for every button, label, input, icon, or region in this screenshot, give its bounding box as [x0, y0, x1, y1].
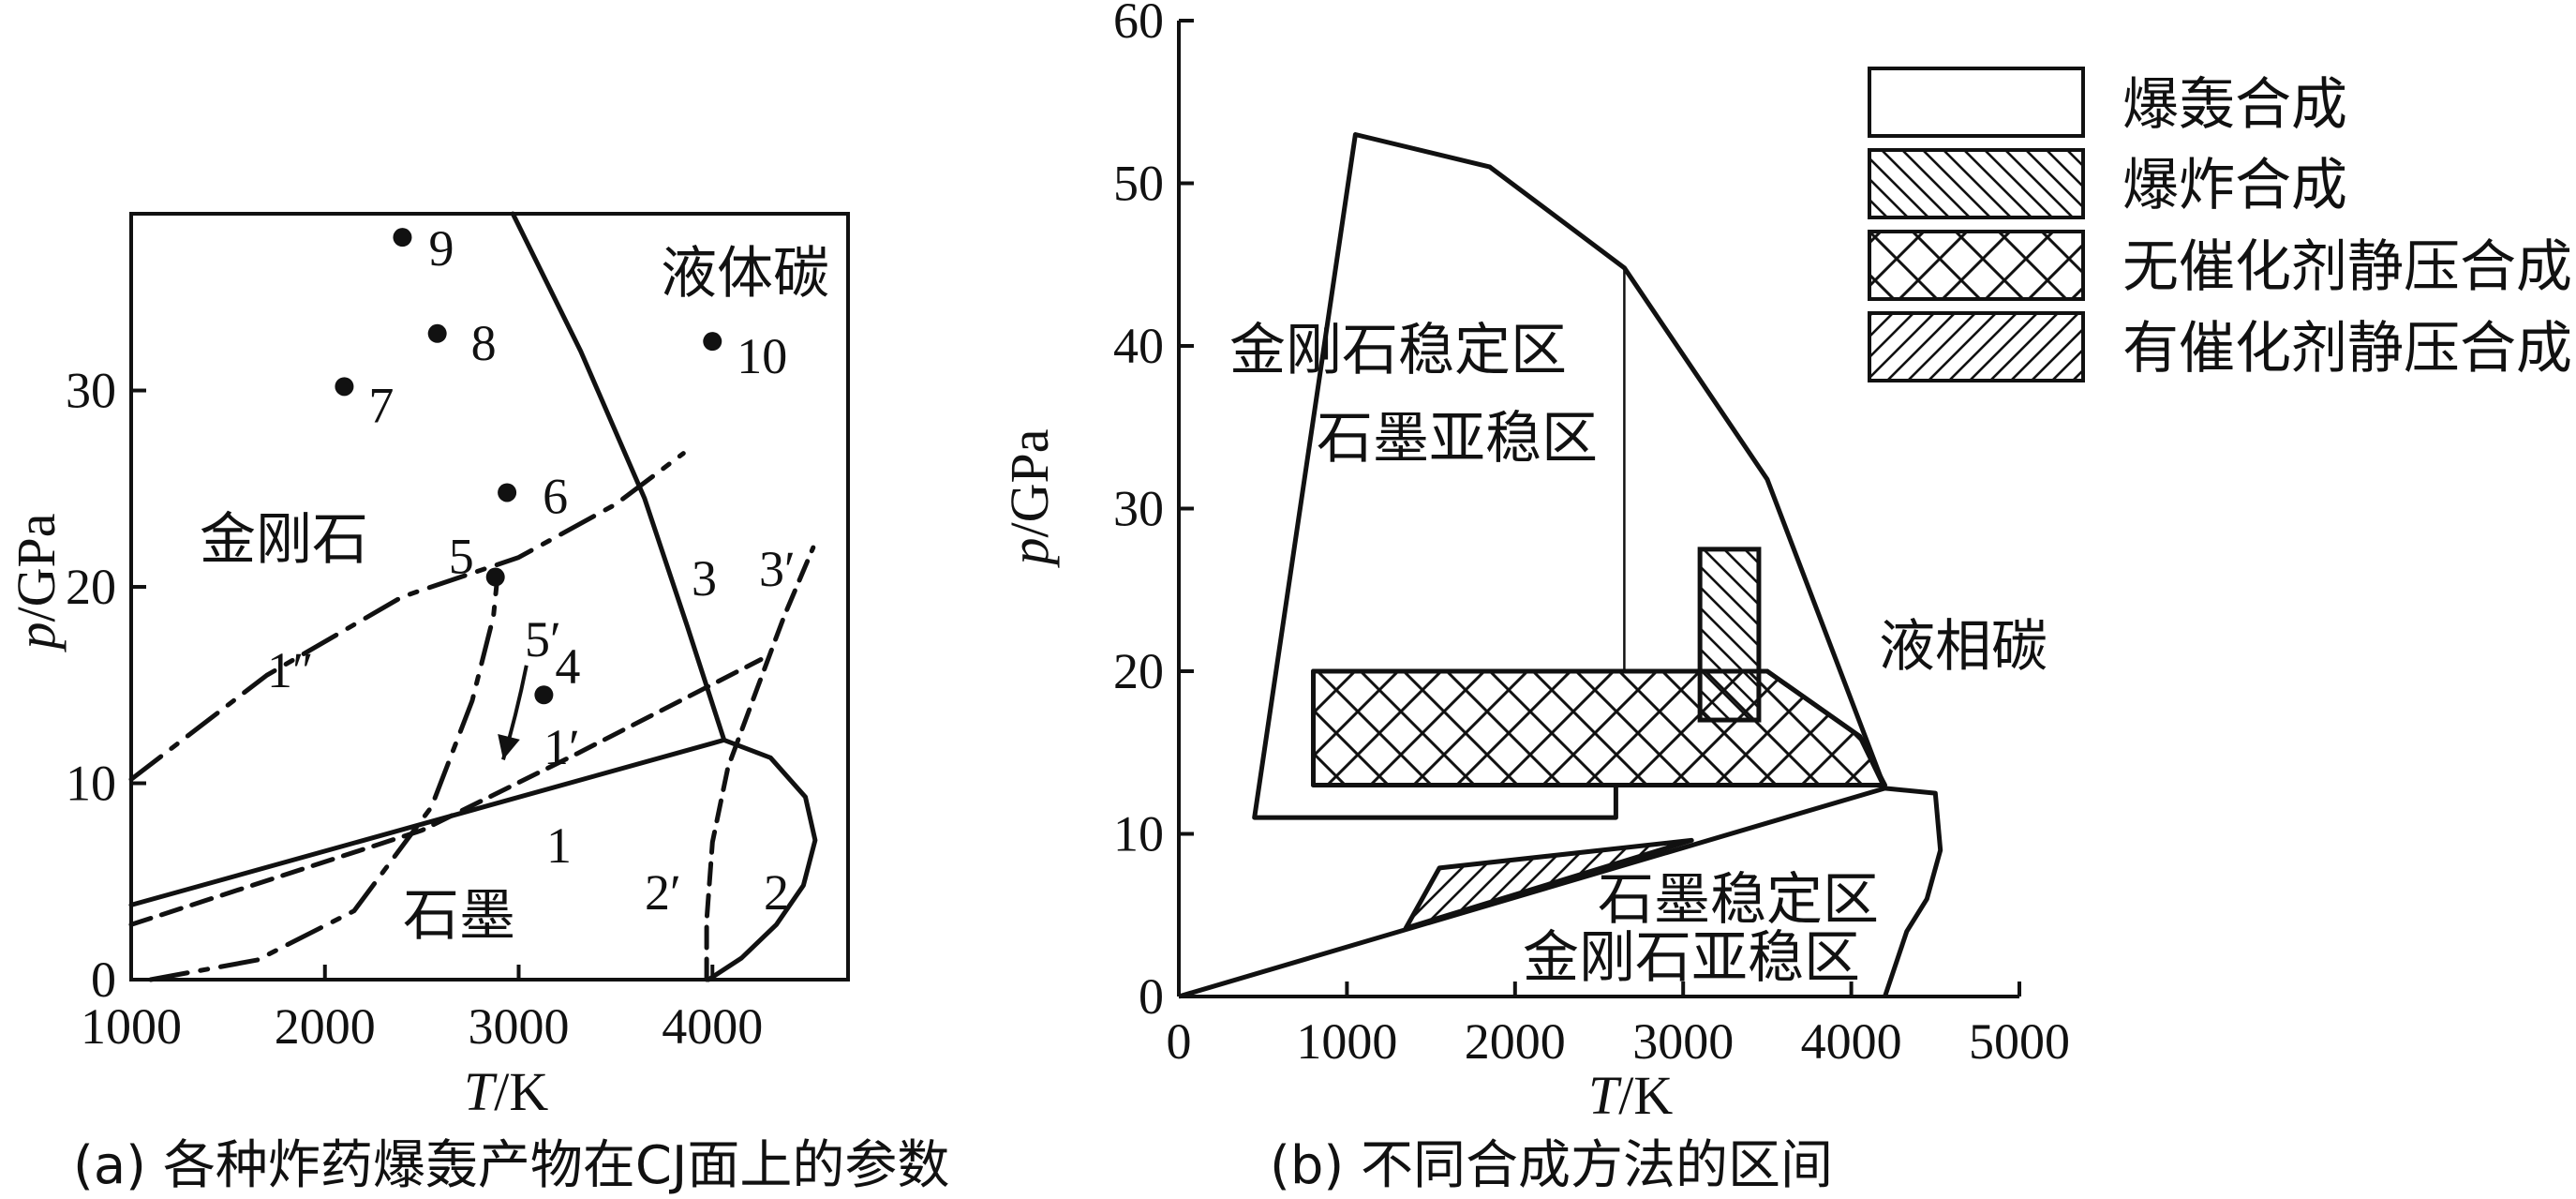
- curve-label-3p: 3′: [759, 541, 796, 597]
- legend-swatch-explosive: [1868, 148, 2085, 219]
- point-label-10: 10: [737, 328, 787, 384]
- legend-label-explosive: 爆炸合成: [2122, 153, 2347, 218]
- chart-a-points: 98 7 6 5 4 10: [335, 220, 787, 705]
- curve-1p: [128, 657, 764, 927]
- point-label-5: 5: [449, 529, 474, 585]
- region-graphite-stable: 石墨稳定区: [1598, 867, 1879, 933]
- region-explosive-synthesis: [1697, 547, 1762, 723]
- point-label-6: 6: [543, 468, 568, 524]
- curve-label-1pp: 1″: [267, 642, 314, 698]
- point-label-7: 7: [368, 377, 394, 433]
- y-tick-label-1: 10: [66, 756, 116, 812]
- chart-b-regions: [1178, 132, 1943, 999]
- x-tick-label-0: 1000: [81, 998, 182, 1055]
- graphite-diamond-boundary: [1178, 786, 1943, 999]
- chart-b-ylabel-var: p: [999, 538, 1060, 569]
- b-x-tick-label-0: 0: [1167, 1013, 1192, 1070]
- chart-a-curves: [128, 211, 818, 982]
- b-x-tick-label-1: 1000: [1296, 1013, 1397, 1070]
- legend-label-static-no-catalyst: 无催化剂静压合成: [2122, 234, 2572, 300]
- curve-label-5p: 5′: [525, 611, 561, 667]
- b-y-tick-label-5: 50: [1113, 156, 1164, 212]
- b-y-tick-label-2: 20: [1113, 643, 1164, 699]
- chart-a-ylabel-unit: /GPa: [6, 514, 67, 622]
- point-10: [703, 332, 722, 352]
- point-8: [427, 323, 447, 343]
- chart-a-xlabel-var: T: [464, 1061, 498, 1122]
- chart-a-frame: [129, 212, 850, 982]
- b-y-tick-label-3: 30: [1113, 481, 1164, 537]
- b-x-tick-label-2: 2000: [1465, 1013, 1566, 1070]
- curve-5p: [148, 575, 500, 982]
- legend-label-detonation: 爆轰合成: [2122, 72, 2347, 138]
- chart-b: 0 1000 2000 3000 4000 5000 0 10 20 30 40 50 60 金刚石稳定…: [999, 0, 2572, 1196]
- chart-b-ylabel: p/GPa: [999, 429, 1060, 569]
- legend-swatch-static-catalyst: [1868, 311, 2085, 382]
- legend-label-static-catalyst: 有催化剂静压合成: [2122, 316, 2572, 382]
- b-x-tick-label-5: 5000: [1969, 1013, 2070, 1070]
- region-static-catalyst: [1403, 837, 1694, 931]
- y-tick-label-2: 20: [66, 559, 116, 615]
- chart-b-caption: (b) 不同合成方法的区间: [1270, 1135, 1833, 1196]
- chart-a-ylabel: p/GPa: [6, 514, 67, 653]
- chart-b-xlabel-unit: /K: [1618, 1065, 1673, 1126]
- b-x-tick-label-4: 4000: [1801, 1013, 1902, 1070]
- curve-1pp: [128, 451, 686, 782]
- point-label-4: 4: [555, 638, 580, 695]
- y-tick-label-0: 0: [91, 952, 116, 1008]
- b-y-tick-label-0: 0: [1139, 968, 1164, 1025]
- legend-swatch-static-no-catalyst: [1868, 230, 2085, 301]
- region-graphite-metastable: 石墨亚稳区: [1317, 406, 1598, 472]
- point-6: [498, 483, 517, 502]
- curve-label-2p: 2′: [645, 864, 681, 921]
- curve-1: [128, 737, 727, 907]
- curve-label-1p: 1′: [543, 719, 580, 775]
- curve-label-1: 1: [546, 817, 572, 874]
- region-diamond-stable: 金刚石稳定区: [1229, 318, 1567, 383]
- y-tick-label-3: 30: [66, 363, 116, 419]
- point-4: [534, 685, 554, 705]
- chart-b-axes: 0 1000 2000 3000 4000 5000 0 10 20 30 40 50 60: [1113, 0, 2070, 1070]
- point-9: [393, 228, 412, 247]
- chart-b-xlabel-var: T: [1588, 1065, 1622, 1126]
- region-liquid: 液相碳: [1879, 614, 2047, 680]
- x-tick-label-2: 3000: [469, 998, 570, 1055]
- chart-a-ylabel-var: p: [6, 622, 67, 653]
- curve-label-2: 2: [764, 864, 789, 921]
- chart-b-ylabel-unit: /GPa: [999, 429, 1060, 538]
- legend-swatch-detonation: [1868, 67, 2085, 138]
- x-tick-label-3: 4000: [662, 998, 763, 1055]
- chart-a-xlabel-unit: /K: [494, 1061, 548, 1122]
- b-y-tick-label-1: 10: [1113, 806, 1164, 862]
- point-7: [335, 377, 354, 397]
- region-graphite: 石墨: [403, 883, 515, 949]
- chart-a-ticks: 1000 2000 3000 4000 0 10 20 30: [66, 363, 763, 1055]
- chart-a-caption: (a) 各种炸药爆轰产物在CJ面上的参数: [73, 1135, 949, 1196]
- b-x-tick-label-3: 3000: [1632, 1013, 1734, 1070]
- region-liquid: 液体碳: [661, 241, 829, 307]
- chart-a-xlabel: T/K: [464, 1061, 548, 1122]
- point-label-8: 8: [471, 315, 497, 371]
- b-y-tick-label-4: 40: [1113, 318, 1164, 374]
- curve-label-3: 3: [692, 550, 717, 607]
- point-label-9: 9: [428, 220, 454, 277]
- chart-b-xlabel: T/K: [1588, 1065, 1673, 1126]
- region-diamond-metastable: 金刚石亚稳区: [1523, 925, 1860, 991]
- curve-3: [510, 211, 727, 742]
- b-y-tick-label-6: 60: [1113, 0, 1164, 49]
- x-tick-label-1: 2000: [275, 998, 376, 1055]
- curve-2: [706, 737, 818, 982]
- chart-b-legend: 爆轰合成 爆炸合成 无催化剂静压合成 有催化剂静压合成: [1868, 67, 2572, 382]
- arrow-5p-head: [498, 733, 520, 760]
- curve-2p: [704, 545, 816, 982]
- region-diamond: 金刚石: [200, 507, 368, 573]
- point-5: [485, 567, 505, 587]
